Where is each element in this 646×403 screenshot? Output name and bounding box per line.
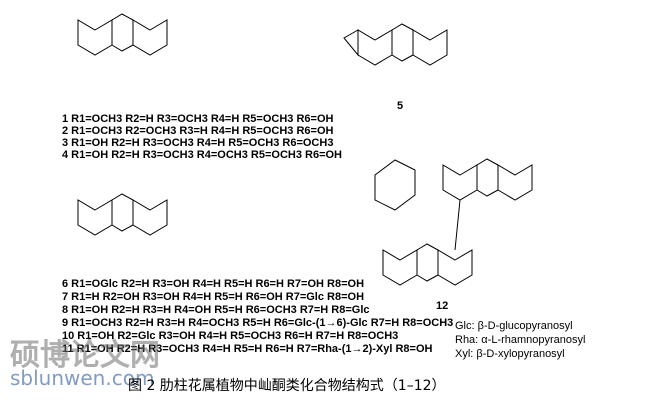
list-line-3: 3 R1=OH R2=H R3=OCH3 R4=H R5=OCH3 R6=OCH… (62, 137, 334, 149)
list-line-8: 8 R1=OH R2=H R3=H R4=OH R5=H R6=OCH3 R7=… (62, 304, 370, 316)
list-line-9: 9 R1=OCH3 R2=H R3=H R4=OCH3 R5=H R6=Glc-… (62, 317, 454, 329)
xanthone-general-2 (77, 193, 168, 236)
legend-glc: Glc: β-D-glucopyranosyl (455, 320, 573, 332)
list-line-4: 4 R1=OH R2=H R3=OCH3 R4=OCH3 R5=OCH3 R6=… (62, 149, 342, 161)
compound-12-drawing (374, 158, 533, 286)
legend-xyl: Xyl: β-D-xylopyranosyl (455, 348, 565, 360)
compound-12-number: 12 (436, 300, 449, 312)
compound-5-number: 5 (397, 100, 404, 112)
xanthone-general-1 (77, 13, 168, 56)
watermark-url: sblunwen.com (10, 366, 155, 390)
list-line-11: 11 R1=OH R2=H R3=OCH3 R4=H R5=H R6=H R7=… (62, 343, 433, 355)
compound-5-drawing (343, 23, 448, 66)
list-line-1: 1 R1=OCH3 R2=H R3=OCH3 R4=H R5=OCH3 R6=O… (62, 113, 334, 125)
figure-caption: 图 2 肋柱花属植物中屾酮类化合物结构式（1–12） (128, 378, 446, 394)
list-line-2: 2 R1=OCH3 R2=OCH3 R3=H R4=H R5=OCH3 R6=O… (62, 125, 334, 137)
list-line-6: 6 R1=OGlc R2=H R3=OH R4=H R5=H R6=H R7=O… (62, 278, 365, 290)
list-line-7: 7 R1=H R2=OH R3=OH R4=H R5=H R6=OH R7=Gl… (62, 291, 365, 303)
watermark-logo: 硕博论文网 (10, 338, 160, 373)
list-line-10: 10 R1=OH R2=Glc R3=OH R4=H R5=OCH3 R6=H … (62, 330, 399, 342)
legend-rha: Rha: α-L-rhamnopyranosyl (455, 334, 586, 346)
